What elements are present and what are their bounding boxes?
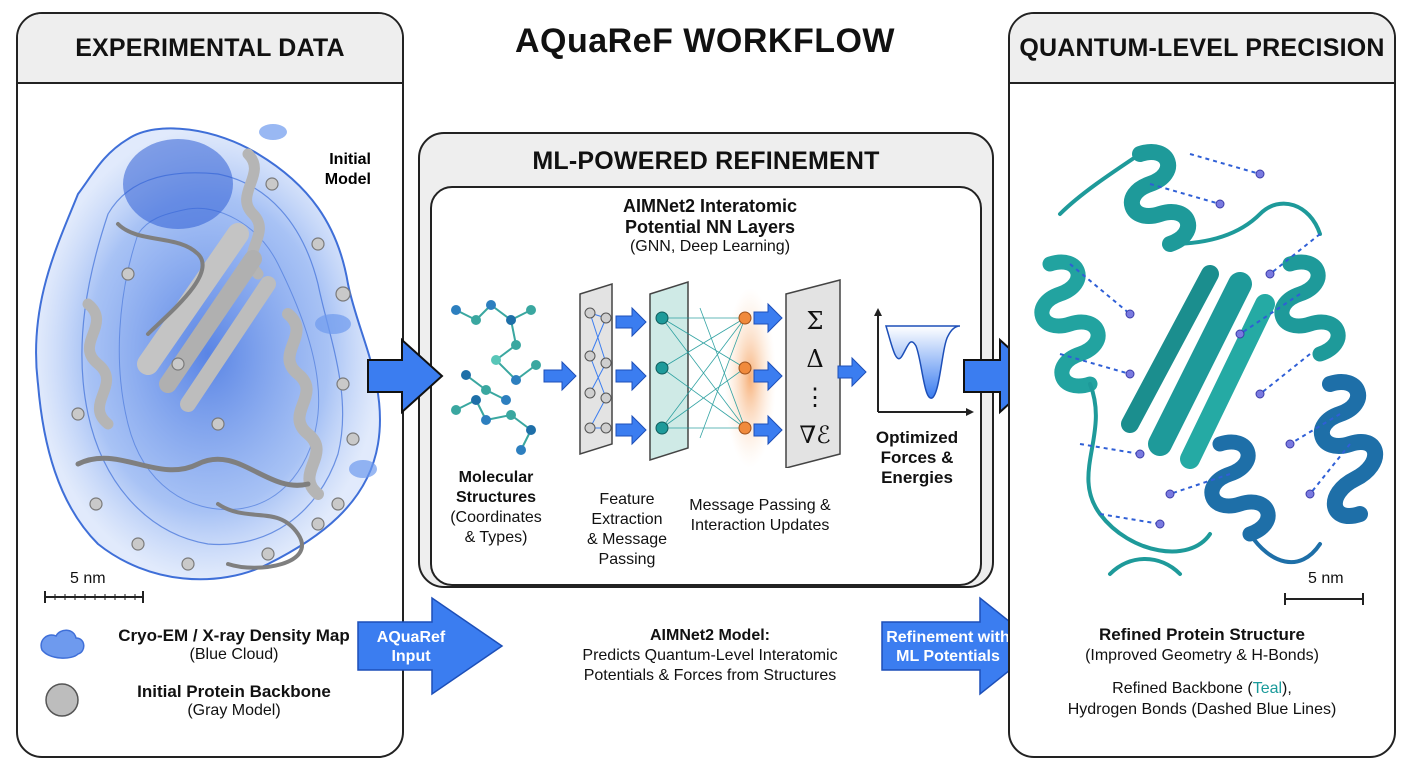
left-scale-label: 5 nm xyxy=(70,570,106,587)
blue-cloud-icon xyxy=(40,629,85,659)
legend-density-subtitle: (Blue Cloud) xyxy=(189,646,279,663)
legend-backbone-title: Initial Protein Backbone xyxy=(137,682,331,701)
initial-model-density-illustration: Initial Model xyxy=(35,124,382,581)
experimental-data-panel: EXPERIMENTAL DATA xyxy=(16,12,404,758)
ml-refinement-inner xyxy=(430,186,982,586)
feature-label-line3: & Message xyxy=(586,531,668,548)
neural-network-layers-graphic xyxy=(543,279,841,468)
teal-word: Teal xyxy=(1252,680,1283,697)
right-scale-bar xyxy=(1284,593,1364,605)
refine-arrow-label-line2: ML Potentials xyxy=(896,648,1000,665)
nn-title-line1: AIMNet2 Interatomic xyxy=(622,196,798,216)
quantum-precision-panel: QUANTUM-LEVEL PRECISION xyxy=(1008,12,1396,758)
legend-backbone-subtitle: (Gray Model) xyxy=(187,702,281,719)
left-scale-bar xyxy=(44,591,144,603)
experimental-data-header: EXPERIMENTAL DATA xyxy=(18,14,402,84)
legend-density-title: Cryo-EM / X-ray Density Map xyxy=(118,626,350,645)
quantum-precision-header: QUANTUM-LEVEL PRECISION xyxy=(1010,14,1394,84)
backbone-atom-spheres xyxy=(71,177,360,571)
input-arrow-label-line2: Input xyxy=(391,648,431,665)
workflow-title: AQuaReF WORKFLOW xyxy=(514,22,896,60)
refined-structure-subtitle: (Improved Geometry & H-Bonds) xyxy=(1085,647,1319,664)
refined-backbone-line: Refined Backbone (Teal), xyxy=(1112,680,1292,697)
initial-model-label-line1: Initial xyxy=(329,151,371,168)
model-title: AIMNet2 Model: xyxy=(650,627,770,644)
molecular-label-line4: & Types) xyxy=(464,529,528,546)
right-scale-label: 5 nm xyxy=(1308,570,1344,587)
molecular-label-line1: Molecular xyxy=(458,469,534,486)
message-label-line1: Message Passing & xyxy=(689,497,831,514)
message-label-line2: Interaction Updates xyxy=(690,517,830,534)
gradient-energy-symbol: ∇ℰ xyxy=(799,421,831,449)
refined-structure-title: Refined Protein Structure xyxy=(1099,625,1305,644)
feature-label-line2: Extraction xyxy=(591,511,663,528)
gray-sphere-icon xyxy=(45,683,79,717)
model-desc-line1: Predicts Quantum-Level Interatomic xyxy=(582,647,838,664)
output-label-line3: Energies xyxy=(881,468,953,487)
nn-title-line2: Potential NN Layers xyxy=(624,217,796,237)
output-label-line2: Forces & xyxy=(880,448,954,467)
energy-landscape-plot xyxy=(837,308,974,416)
initial-model-label-line2: Model xyxy=(325,171,371,188)
refine-arrow-label-line1: Refinement with xyxy=(886,629,1010,646)
nn-subtitle: (GNN, Deep Learning) xyxy=(629,238,791,255)
feature-label-line1: Feature xyxy=(599,491,655,508)
aquaref-input-arrow xyxy=(357,596,504,696)
sum-symbol: Σ xyxy=(806,307,824,335)
model-desc-line2: Potentials & Forces from Structures xyxy=(583,667,837,684)
output-label-line1: Optimized xyxy=(875,428,959,447)
feature-label-line4: Passing xyxy=(598,551,656,568)
delta-symbol: Δ xyxy=(806,345,824,373)
input-arrow-label-line1: AQuaRef xyxy=(376,629,446,646)
hydrogen-bonds-line: Hydrogen Bonds (Dashed Blue Lines) xyxy=(1067,701,1337,718)
refined-protein-illustration xyxy=(1034,144,1383,576)
molecular-label-line2: Structures xyxy=(455,489,537,506)
density-cloud xyxy=(35,124,382,581)
molecular-label-line3: (Coordinates xyxy=(450,509,542,526)
left-to-middle-arrow xyxy=(367,337,444,415)
molecular-structures-graphic xyxy=(451,300,541,455)
ml-refinement-header: ML-POWERED REFINEMENT xyxy=(532,146,880,175)
vertical-ellipsis-symbol: ⋮ xyxy=(803,383,827,411)
